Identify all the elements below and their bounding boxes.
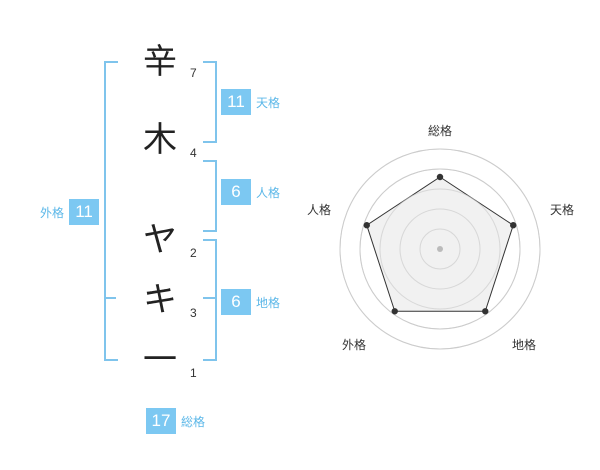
radar-ring-overlay-3: [379, 188, 501, 310]
gaikaku-badge: 外格 11: [40, 199, 100, 225]
radar-point-3: [482, 308, 489, 315]
gaikaku-label: 外格: [40, 205, 65, 220]
chikaku-label: 地格: [256, 295, 281, 310]
soukaku-label: 総格: [181, 414, 206, 429]
jinkaku-bracket: [203, 160, 217, 232]
stroke-count-2: 4: [190, 146, 197, 160]
radar-polygon: [366, 176, 514, 312]
radar-label-chikaku: 地格: [512, 338, 537, 352]
stroke-count-3: 2: [190, 246, 197, 260]
radar-label-jinkaku: 人格: [307, 203, 332, 217]
jinkaku-value: 6: [221, 179, 251, 205]
chikaku-bracket: [203, 239, 217, 361]
name-char-2: 木: [143, 120, 177, 160]
radar-point-5: [363, 222, 370, 229]
radar-point-1: [436, 173, 444, 181]
gaikaku-bracket-divider: [104, 297, 116, 299]
name-char-4: キ: [143, 280, 177, 320]
tenkaku-label: 天格: [256, 95, 281, 110]
name-char-5: 一: [143, 340, 177, 380]
radar-label-gaikaku: 外格: [342, 338, 367, 352]
chikaku-badge: 6 地格: [221, 289, 280, 315]
name-char-1: 辛: [143, 42, 177, 82]
soukaku-value: 17: [146, 408, 176, 434]
radar-point-2: [510, 222, 517, 229]
radar-point-4: [391, 308, 398, 315]
gaikaku-bracket: [104, 61, 118, 361]
stroke-count-5: 1: [190, 366, 197, 380]
tenkaku-badge: 11 天格: [221, 89, 280, 115]
stroke-count-1: 7: [190, 66, 197, 80]
radar-label-tenkaku: 天格: [550, 203, 575, 217]
chikaku-bracket-divider: [203, 297, 215, 299]
tenkaku-value: 11: [221, 89, 251, 115]
chikaku-value: 6: [221, 289, 251, 315]
stroke-count-4: 3: [190, 306, 197, 320]
radar-ring-overlay-1: [339, 148, 541, 350]
gaikaku-value: 11: [69, 199, 100, 225]
radar-label-soukaku: 総格: [428, 124, 453, 138]
name-char-3: ヤ: [143, 220, 177, 260]
tenkaku-bracket: [203, 61, 217, 143]
soukaku-badge: 17 総格: [146, 408, 205, 434]
jinkaku-badge: 6 人格: [221, 179, 280, 205]
radar-ring-overlay-2: [359, 168, 521, 330]
radar-ring-overlay-5: [419, 228, 461, 270]
radar-ring-overlay-4: [399, 208, 481, 290]
radar-center-dot: [437, 246, 443, 252]
jinkaku-label: 人格: [256, 185, 281, 200]
